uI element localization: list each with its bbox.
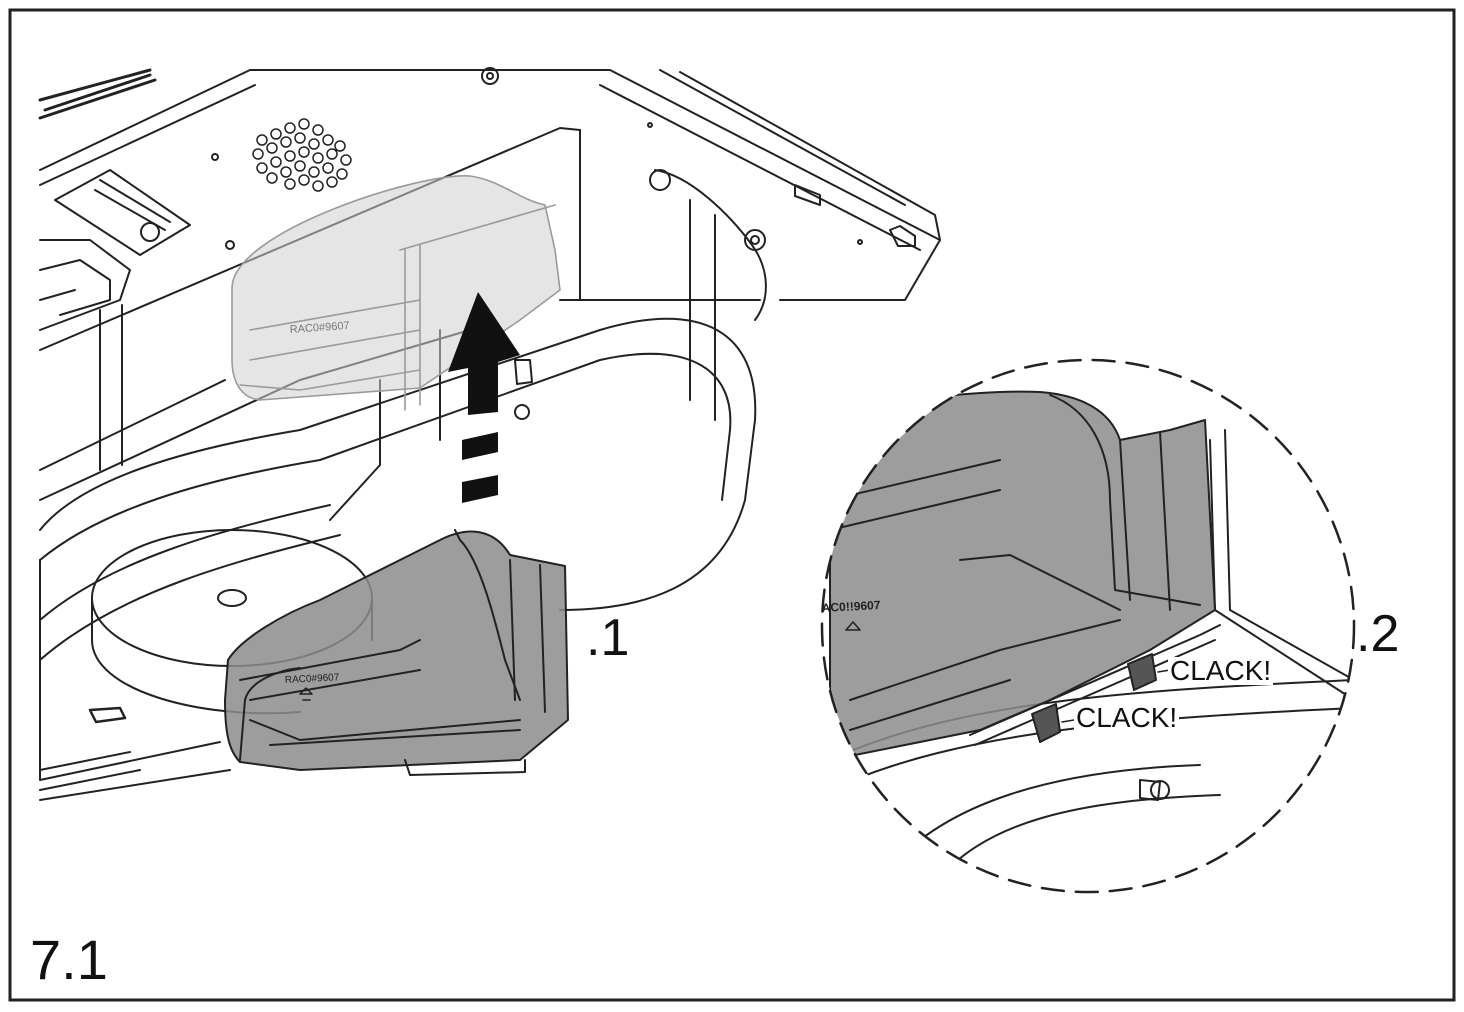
clack-callout-upper: CLACK! (1168, 655, 1274, 686)
up-arrow-icon (448, 292, 520, 503)
detail-view: AC0!!9607 (820, 358, 1356, 894)
duct-ghost: RAC0#9607 (231, 175, 561, 411)
detail-part-code: AC0!!9607 (821, 598, 881, 615)
duct-connector: RAC0#9607 (224, 529, 569, 776)
step-label-2: .2 (1356, 605, 1400, 663)
latch-left (1031, 703, 1061, 743)
clack-callout-lower: CLACK! (1074, 702, 1180, 733)
latch-right (1127, 653, 1157, 691)
grille (252, 118, 352, 192)
duct-part-code: RAC0#9607 (285, 672, 340, 686)
figure-border (8, 8, 1456, 1002)
figure-number: 7.1 (30, 928, 108, 991)
recycle-icon (299, 687, 313, 701)
step-label-1: .1 (586, 609, 630, 667)
ghost-part-code: RAC0#9607 (289, 320, 350, 336)
